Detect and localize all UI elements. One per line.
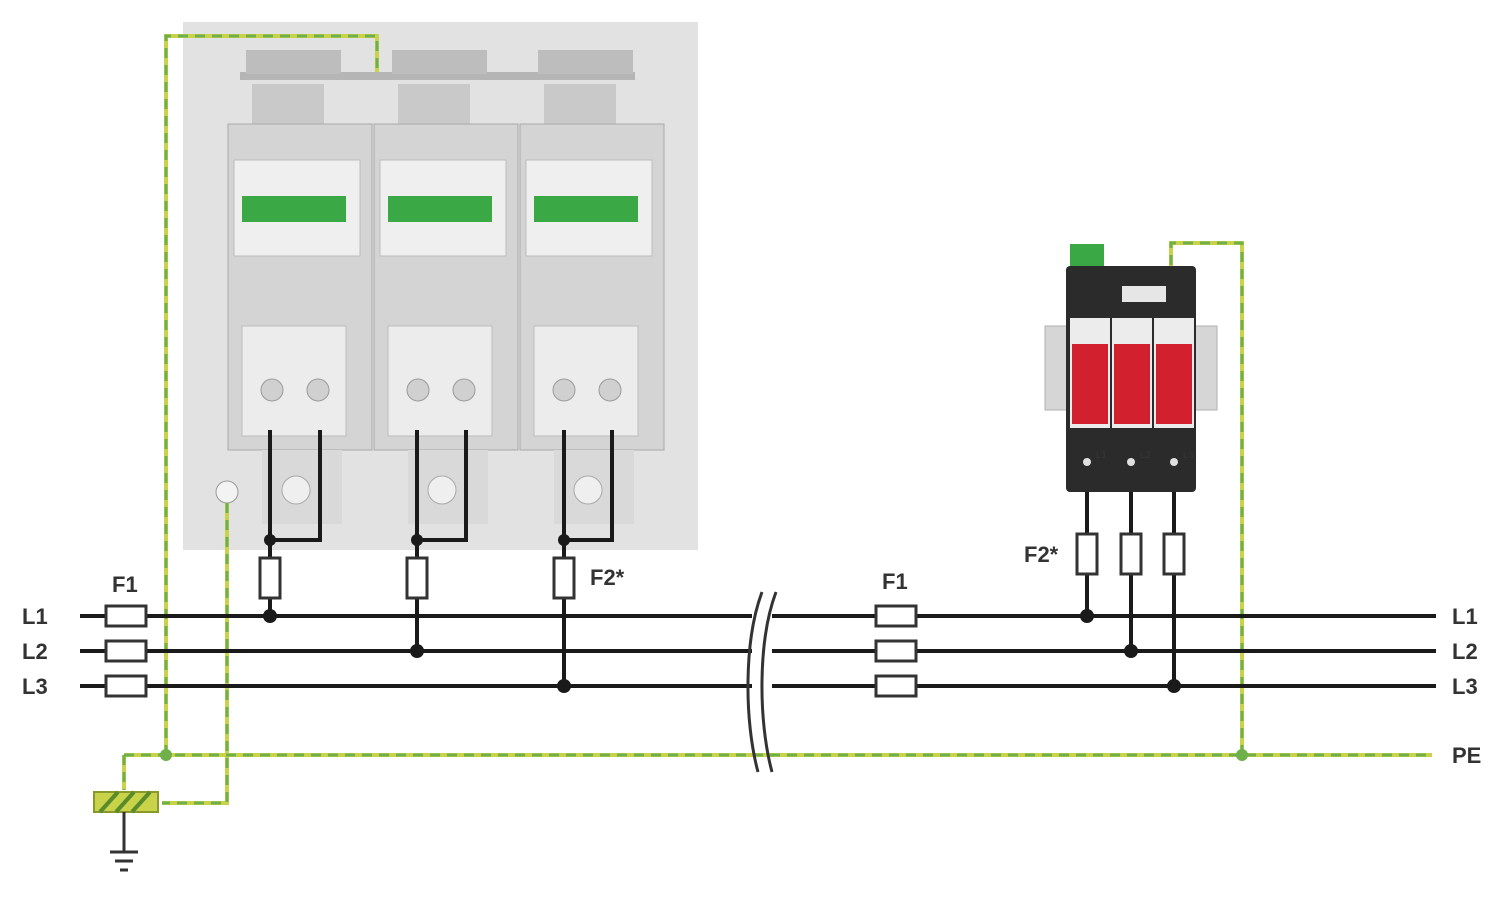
fuses-f2-left [258, 556, 576, 600]
terminal-block-green [242, 196, 346, 222]
phase-conductors [80, 614, 1436, 688]
junction-dots-right [1080, 609, 1181, 693]
junction-dots-left [263, 534, 571, 693]
earth-bar-icon [93, 790, 159, 814]
protection-cartridge [1114, 344, 1150, 424]
terminal-label: L1 [1096, 450, 1107, 460]
fuse-label-f2-left: F2* [590, 565, 625, 590]
spd-module-3 [519, 50, 665, 524]
pe-terminal [215, 480, 239, 504]
spd-module-1 [227, 50, 373, 524]
fuse-label-f1-right: F1 [882, 569, 908, 594]
wire-break-icon [746, 591, 778, 773]
pe-label: PE [1452, 743, 1481, 768]
protection-cartridge [1156, 344, 1192, 424]
terminal-label: L3 [1183, 450, 1194, 460]
ground-symbol-icon [110, 812, 138, 872]
spd-module-2 [373, 50, 519, 524]
spd-device-right: L1 L2 L3 [1044, 244, 1218, 492]
pe-conductors [122, 34, 1432, 805]
fuses-f2-right [1075, 532, 1186, 576]
terminal-block-green [388, 196, 492, 222]
fuse-label-f2-right: F2* [1024, 542, 1059, 567]
spd-panel-left [183, 22, 698, 550]
phase-label-l3-right: L3 [1452, 674, 1478, 699]
terminal-label: L2 [1140, 450, 1151, 460]
top-busbar [240, 72, 635, 80]
phase-label-l2-left: L2 [22, 639, 48, 664]
fuses-f1-right [874, 604, 918, 698]
phase-label-l2-right: L2 [1452, 639, 1478, 664]
fuse-label-f1-left: F1 [112, 572, 138, 597]
fuses-f1-left [104, 604, 148, 698]
terminal-block-green [534, 196, 638, 222]
phase-label-l1-left: L1 [22, 604, 48, 629]
phase-label-l3-left: L3 [22, 674, 48, 699]
device-terminal-green [1070, 244, 1104, 266]
phase-label-l1-right: L1 [1452, 604, 1478, 629]
protection-cartridge [1072, 344, 1108, 424]
